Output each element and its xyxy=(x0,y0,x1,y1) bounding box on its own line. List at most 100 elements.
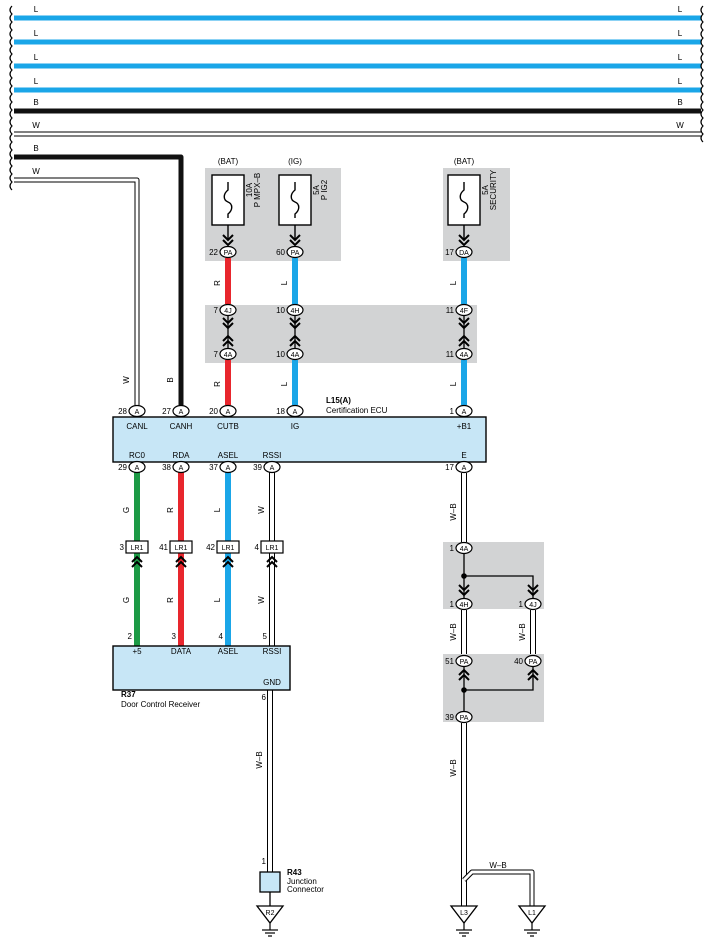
canh-wire xyxy=(14,154,184,405)
bus-label-left: L xyxy=(34,77,39,86)
junction-pa-51-conn: PA xyxy=(460,659,469,666)
lr1-connector-pin-number: 41 xyxy=(159,543,168,552)
junction-upper-mate-chevron xyxy=(222,317,234,325)
junction-lower-pin xyxy=(286,347,304,361)
junction-4j-pin xyxy=(524,597,542,611)
wire-color-label: L xyxy=(213,597,222,602)
r43-line1: Junction xyxy=(287,877,317,886)
junction-upper-pin xyxy=(455,303,473,317)
ecu-bottom-terminal-pin xyxy=(219,460,237,474)
ecu-top-label: IG xyxy=(291,422,299,431)
junction-lower-pin xyxy=(455,347,473,361)
ecu-top-terminal-pin-number: 28 xyxy=(118,407,127,416)
components xyxy=(9,5,704,937)
fuse-mate-chevron xyxy=(222,239,234,247)
ecu-bottom-terminal-conn: A xyxy=(179,465,184,472)
junction-4a-pin-number: 1 xyxy=(450,544,455,553)
ground-l1-wire-outline xyxy=(462,869,535,906)
junction-4a-mate-chevron xyxy=(458,584,470,592)
fuse-name: P MPX–B xyxy=(253,173,262,208)
receiver-pin-number: 2 xyxy=(128,632,133,641)
junction-upper-pin-number: 10 xyxy=(276,306,285,315)
ecu-bottom-label: ASEL xyxy=(218,451,239,460)
wire-color-label: L xyxy=(280,381,289,386)
splice-dot xyxy=(461,573,467,579)
bus-label-right: L xyxy=(678,29,683,38)
wire-color-label: R xyxy=(213,280,222,286)
ecu-top-label: CANL xyxy=(126,422,148,431)
junction-upper-mate-chevron xyxy=(222,322,234,330)
junction-4h-pin xyxy=(455,597,473,611)
junction-4j-pin-number: 1 xyxy=(519,600,524,609)
lr1-mate-chevron xyxy=(131,555,143,563)
ground-l1-triangle xyxy=(517,905,547,925)
junction-4h-conn: 4H xyxy=(460,602,469,609)
fuse-source: (IG) xyxy=(288,157,302,166)
ecu-bottom-terminal-pin xyxy=(263,460,281,474)
shaded-regions xyxy=(205,168,544,722)
wire-color-label: W xyxy=(257,596,266,604)
fuse-connector-pin-number: 17 xyxy=(445,248,454,257)
junction-upper-pin-number: 11 xyxy=(446,306,455,315)
fuse-connector-pin xyxy=(455,245,473,259)
canl-wire xyxy=(14,178,139,405)
junction-pa-39-pin xyxy=(455,710,473,724)
ecu-bottom-label: RSSI xyxy=(263,451,282,460)
wire-color-label: L xyxy=(213,507,222,512)
ground-l3-triangle xyxy=(449,905,479,925)
receiver-title: R37 xyxy=(121,690,136,699)
receiver-gnd-wire-label: W–B xyxy=(255,751,264,768)
junction-pa-51-pin xyxy=(455,654,473,668)
ecu-top-terminal-conn: A xyxy=(293,409,298,416)
ecu-e-wire-label: W–B xyxy=(449,503,458,520)
ecu-top-terminal-pin xyxy=(455,404,473,418)
wire-color-label: L xyxy=(449,280,458,285)
ground-wire-label: W–B xyxy=(449,623,458,640)
wire-color-label: W xyxy=(257,506,266,514)
receiver-pin-number: 4 xyxy=(219,632,224,641)
junction-lower-mate-chevron xyxy=(222,334,234,342)
ecu-top-terminal-pin-number: 18 xyxy=(276,407,285,416)
receiver-gnd-pin: 6 xyxy=(262,693,267,702)
junction-upper-mate-chevron xyxy=(458,322,470,330)
ecu-top-terminal-pin-number: 27 xyxy=(162,407,171,416)
r43-pin: 1 xyxy=(262,857,267,866)
bus-label-left: W xyxy=(32,121,40,130)
junction-upper-conn: 4F xyxy=(460,308,468,315)
fuse-element-icon xyxy=(459,182,469,218)
wire-color-label: G xyxy=(122,597,131,603)
lr1-mate-chevron xyxy=(222,560,234,568)
junction-pa-39-conn: PA xyxy=(460,715,469,722)
ecu-subtitle: Certification ECU xyxy=(326,406,388,415)
ground-wire-label: W–B xyxy=(518,623,527,640)
bus-label-right: W xyxy=(676,121,684,130)
fuse-mate-chevron xyxy=(458,234,470,242)
lr1-mate-chevron xyxy=(131,560,143,568)
break-mark-right xyxy=(700,5,704,143)
lr1-mate-chevron xyxy=(175,555,187,563)
junction-lower-pin-number: 10 xyxy=(276,350,285,359)
junction-upper-mate-chevron xyxy=(289,317,301,325)
lr1-mate-chevron xyxy=(266,555,278,563)
ground-l3-label: L3 xyxy=(460,910,468,917)
ecu-bottom-terminal-pin xyxy=(455,460,473,474)
ground-r2-label: R2 xyxy=(266,910,275,917)
wire-color-label: R xyxy=(213,381,222,387)
junction-pa-40-pin xyxy=(524,654,542,668)
fuse-connector-conn: PA xyxy=(291,250,300,257)
lr1-connector-pin-number: 3 xyxy=(120,543,125,552)
ecu-bottom-terminal-pin-number: 29 xyxy=(118,463,127,472)
ecu-bottom-terminal-conn: A xyxy=(135,465,140,472)
wire-color-label: L xyxy=(280,280,289,285)
junction-lower-pin xyxy=(219,347,237,361)
canl-wire-outline xyxy=(14,177,140,405)
certification-ecu xyxy=(112,416,487,463)
r43-line2: Connector xyxy=(287,885,324,894)
ecu-bottom-terminal-pin-number: 39 xyxy=(253,463,262,472)
fuse-rating: 5A xyxy=(481,184,490,194)
junction-lower-mate-chevron xyxy=(289,339,301,347)
fuse-connector-pin-number: 60 xyxy=(276,248,285,257)
junction-upper-conn: 4J xyxy=(224,308,231,315)
fuse-source: (BAT) xyxy=(454,157,475,166)
